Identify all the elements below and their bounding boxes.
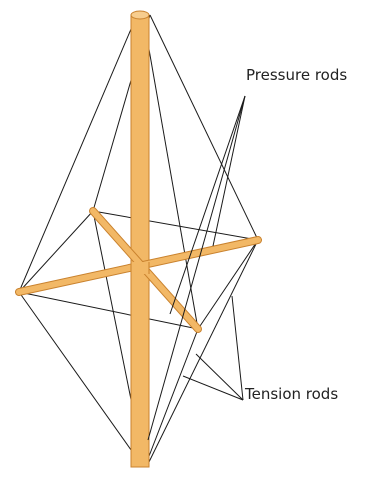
tension-rod-ring-3 xyxy=(197,239,259,330)
mast-front-segment xyxy=(131,262,149,274)
tension-rod-top-right xyxy=(149,14,259,241)
leader-lines xyxy=(147,95,246,441)
leader-pressure-2 xyxy=(169,95,246,315)
tension-rod-ring-4 xyxy=(18,291,199,330)
mast xyxy=(130,10,150,468)
pressure-rods-label: Pressure rods xyxy=(246,66,348,84)
leader-tension-1 xyxy=(231,295,244,401)
leader-pressure-1 xyxy=(212,95,246,247)
mast-body xyxy=(130,14,150,468)
leader-tension-2 xyxy=(195,353,244,401)
leader-pressure-3 xyxy=(147,95,246,441)
mast-top-cap xyxy=(130,10,150,20)
tension-rod-bottom-right xyxy=(147,239,259,465)
tension-rod-top-left xyxy=(18,14,138,293)
tension-rod-ring-2 xyxy=(92,210,259,241)
tension-rod-bottom-left xyxy=(18,291,142,465)
tension-rod-ring-1 xyxy=(18,210,94,293)
tension-rod-top-front xyxy=(142,14,199,330)
tension-rods-label: Tension rods xyxy=(245,385,339,403)
leader-tension-3 xyxy=(182,375,244,401)
tension-rod-bottom-front xyxy=(145,328,199,465)
